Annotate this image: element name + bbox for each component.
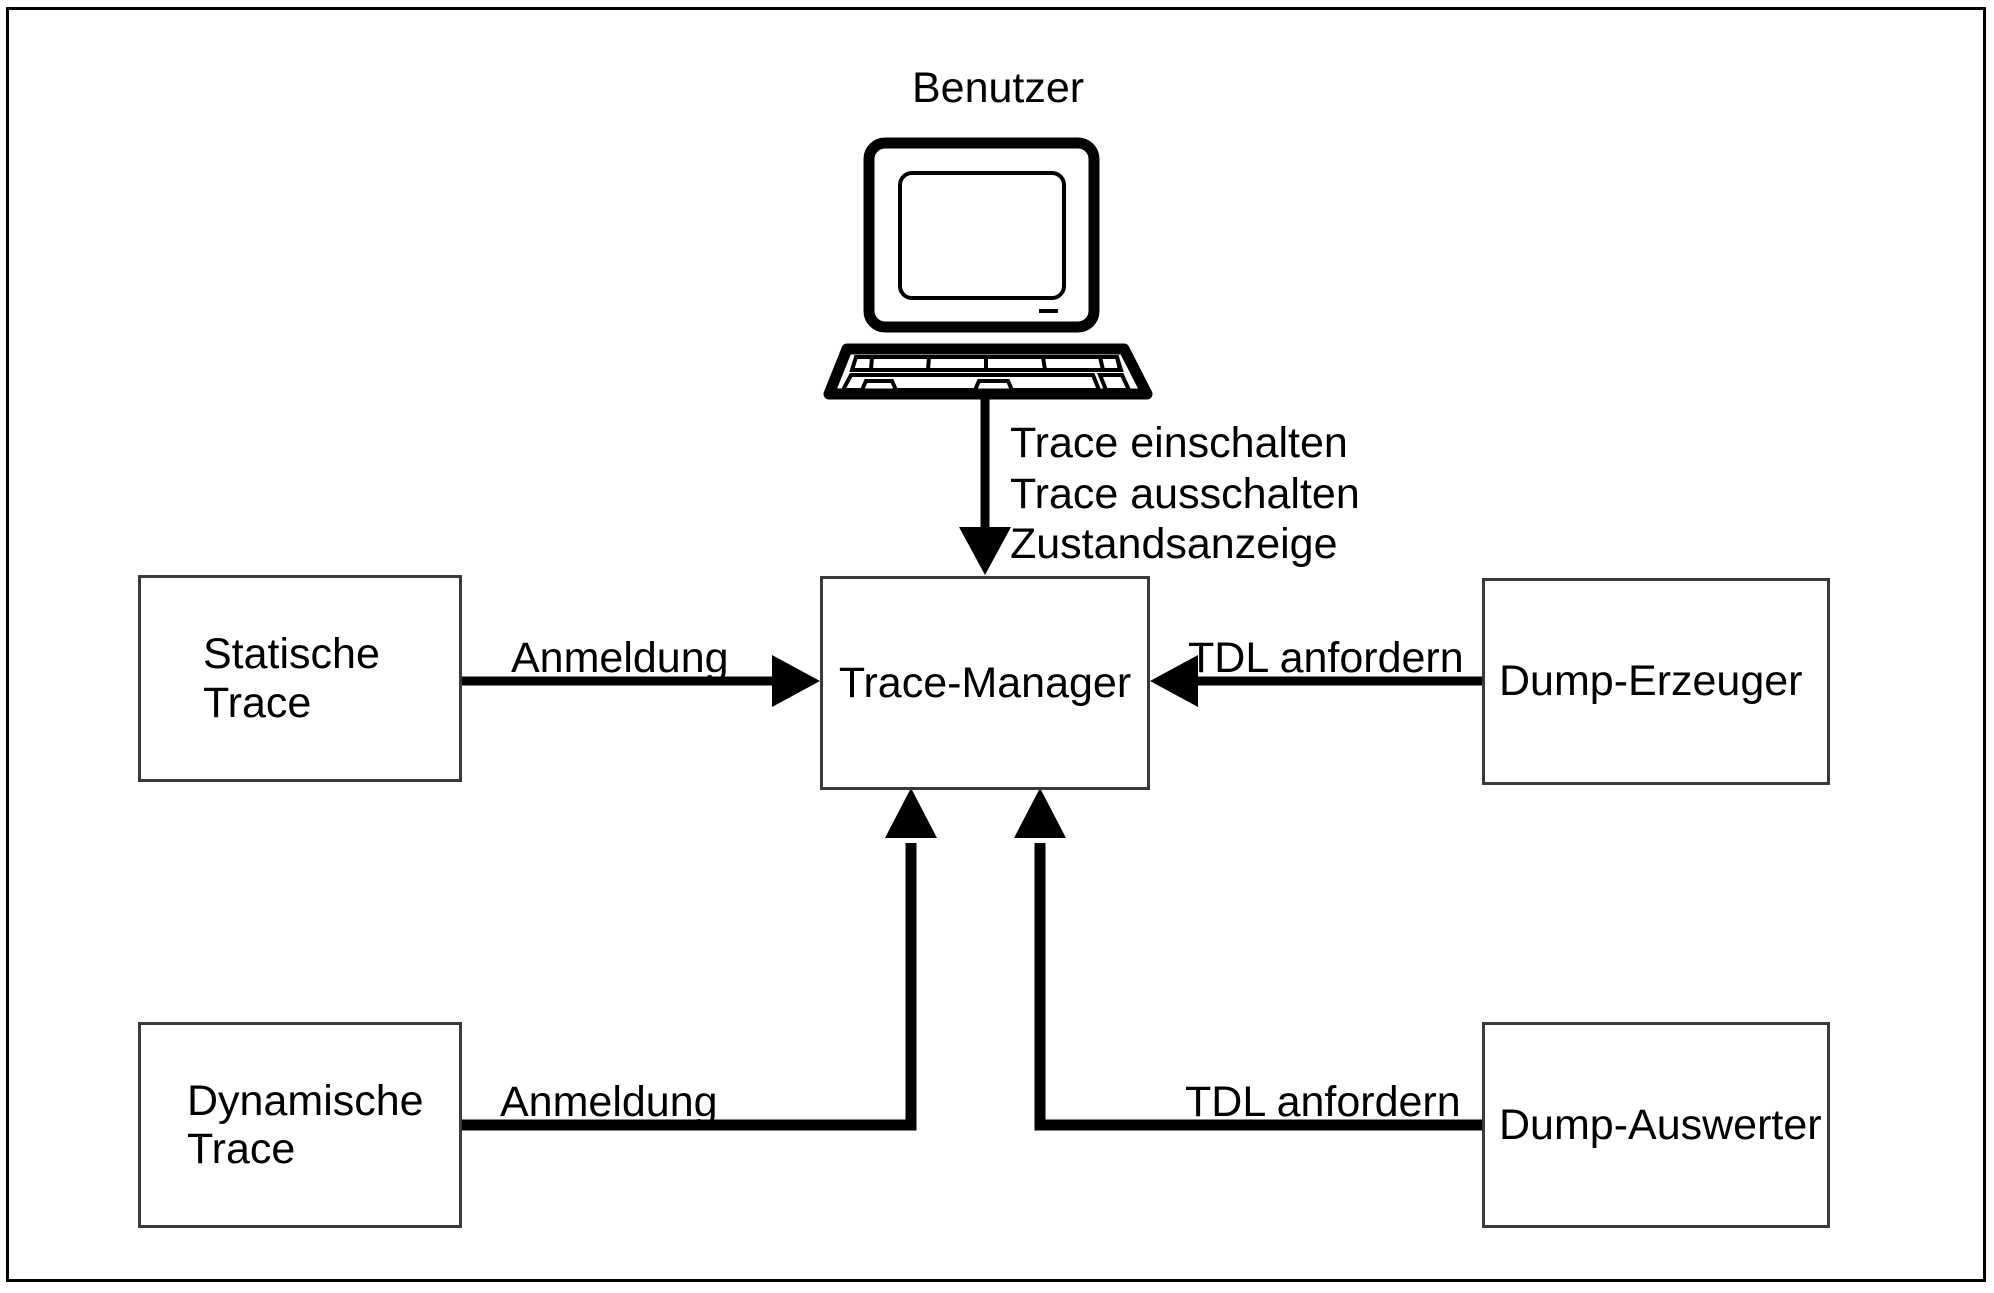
edge-label-anmeldung-top: Anmeldung bbox=[511, 634, 729, 682]
desktop-computer-icon bbox=[823, 137, 1153, 400]
node-dynamische-trace-label: Dynamische Trace bbox=[187, 1076, 424, 1173]
keyboard-key-separator-icon bbox=[1041, 356, 1047, 371]
node-trace-manager-label: Trace-Manager bbox=[838, 658, 1132, 707]
actor-label-benutzer: Benutzer bbox=[912, 64, 1085, 112]
keyboard-key-separator-icon bbox=[926, 356, 931, 371]
arrow-dynamische-trace-to-trace-manager bbox=[462, 788, 937, 1131]
node-statische-trace[interactable]: Statische Trace bbox=[138, 575, 462, 782]
node-dump-auswerter-label: Dump-Auswerter bbox=[1499, 1100, 1822, 1149]
user-command-list: Trace einschalten Trace ausschalten Zust… bbox=[1010, 419, 1360, 569]
arrow-dump-auswerter-to-trace-manager bbox=[1014, 788, 1482, 1131]
edge-label-tdl-anfordern-bottom: TDL anfordern bbox=[1185, 1078, 1461, 1126]
node-statische-trace-label: Statische Trace bbox=[203, 630, 380, 727]
arrow-statische-trace-to-trace-manager bbox=[462, 655, 820, 707]
keyboard-keyblock-icon bbox=[839, 373, 1102, 392]
arrow-user-to-trace-manager bbox=[959, 394, 1011, 575]
node-dynamische-trace[interactable]: Dynamische Trace bbox=[138, 1022, 462, 1228]
edge-label-tdl-anfordern-top: TDL anfordern bbox=[1188, 634, 1464, 682]
keyboard-numpad-icon bbox=[1097, 373, 1133, 392]
node-dump-auswerter[interactable]: Dump-Auswerter bbox=[1482, 1022, 1830, 1228]
node-trace-manager[interactable]: Trace-Manager bbox=[820, 576, 1150, 790]
node-dump-erzeuger-label: Dump-Erzeuger bbox=[1499, 657, 1803, 706]
keyboard-key-separator-icon bbox=[869, 356, 874, 371]
diagram-outer-frame bbox=[6, 7, 1986, 1282]
node-dump-erzeuger[interactable]: Dump-Erzeuger bbox=[1482, 578, 1830, 785]
monitor-screen-icon bbox=[898, 171, 1066, 300]
keyboard-numpad-toprow-icon bbox=[1097, 355, 1123, 372]
arrow-dump-erzeuger-to-trace-manager bbox=[1150, 655, 1482, 707]
edge-label-anmeldung-bottom: Anmeldung bbox=[500, 1078, 718, 1126]
monitor-indicator-icon bbox=[1039, 309, 1058, 313]
